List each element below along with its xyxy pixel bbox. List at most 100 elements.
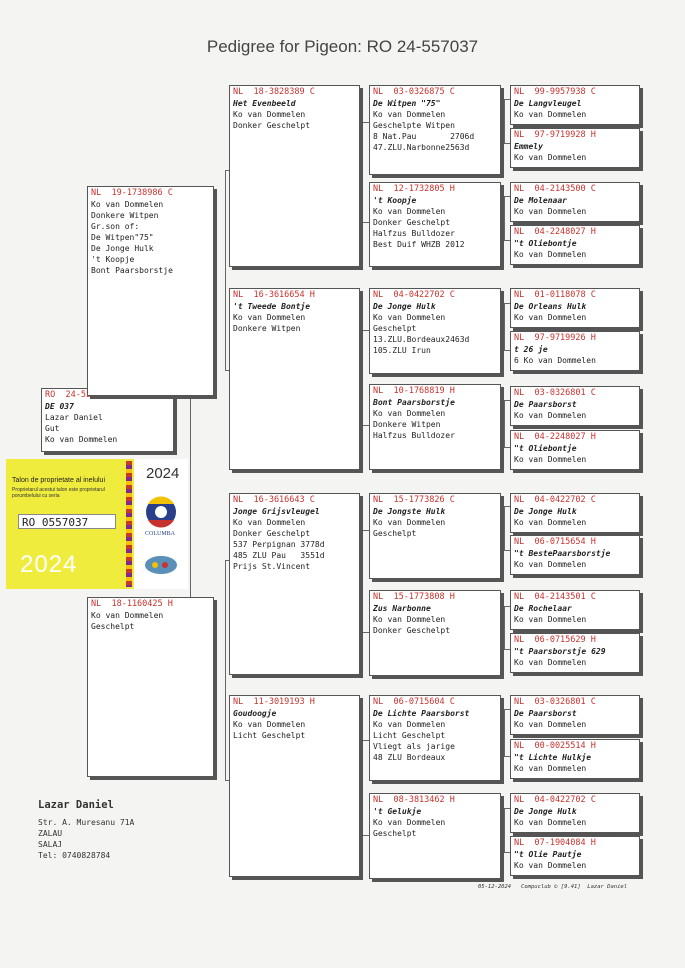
pigeon-name: Emmely xyxy=(514,142,543,151)
connector-line xyxy=(504,506,510,507)
pigeon-detail: Ko van Dommelen xyxy=(233,110,306,119)
ring-number: NL 07-1904084 H xyxy=(514,838,596,848)
pigeon-detail: Prijs St.Vincent xyxy=(233,562,311,571)
connector-line xyxy=(504,649,510,650)
pigeon-name: Zus Narbonne xyxy=(373,604,431,613)
connector-line xyxy=(504,303,505,350)
pigeon-detail: 48 ZLU Bordeaux xyxy=(373,753,446,762)
pigeon-detail: Ko van Dommelen xyxy=(373,313,446,322)
ring-number: NL 12-1732805 H xyxy=(373,184,455,194)
pigeon-detail: 485 ZLU Pau 3551d xyxy=(233,551,325,560)
pigeon-detail: Ko van Dommelen xyxy=(514,518,587,527)
pigeon-detail: Ko van Dommelen xyxy=(233,518,306,527)
pigeon-detail: Vliegt als jarige xyxy=(373,742,455,751)
pigeon-detail: Geschelpt xyxy=(373,324,417,333)
ring-number: NL 18-1160425 H xyxy=(91,599,173,609)
ring-number: NL 03-0326801 C xyxy=(514,697,596,707)
pigeon-detail: Geschelpt xyxy=(91,622,135,631)
connector-line xyxy=(504,550,510,551)
connector-line xyxy=(362,835,370,836)
pigeon-detail: Ko van Dommelen xyxy=(373,818,446,827)
pigeon-detail: Donker Geschelpt xyxy=(233,529,311,538)
ring-number: NL 08-3813462 H xyxy=(373,795,455,805)
columba-logo-icon xyxy=(145,496,177,574)
pigeon-name: De Molenaar xyxy=(514,196,567,205)
pigeon-name: 't Tweede Bontje xyxy=(233,302,311,311)
ring-number: NL 03-0326801 C xyxy=(514,388,596,398)
ring-number: NL 97-9719926 H xyxy=(514,333,596,343)
connector-line xyxy=(504,606,505,649)
connector-line xyxy=(362,122,370,123)
certificate-year-right: 2024 xyxy=(146,465,180,482)
ring-number: NL 04-0422702 C xyxy=(373,290,455,300)
pigeon-detail: 105.ZLU Irun xyxy=(373,346,431,355)
connector-line xyxy=(504,99,505,143)
connector-line xyxy=(362,740,370,741)
ring-certificate: Talon de proprietate al inelului Proprie… xyxy=(6,459,188,589)
pigeon-detail: Ko van Dommelen xyxy=(514,153,587,162)
connector-line xyxy=(225,560,231,561)
connector-line xyxy=(504,808,510,809)
certificate-year: 2024 xyxy=(20,551,78,578)
pigeon-name: De Paarsborst xyxy=(514,709,577,718)
connector-line xyxy=(362,530,363,632)
pigeon-name: "t Oliebontje xyxy=(514,239,577,248)
pigeon-detail: Donker Geschelpt xyxy=(233,121,311,130)
certificate-logo-panel xyxy=(134,459,188,589)
pigeon-detail: Ko van Dommelen xyxy=(514,818,587,827)
pigeon-name: "t Lichte Hulkje xyxy=(514,753,592,762)
pigeon-detail: Ko van Dommelen xyxy=(514,313,587,322)
pigeon-name: De Langvleugel xyxy=(514,99,582,108)
pigeon-detail: Ko van Dommelen xyxy=(373,720,446,729)
ring-number: NL 16-3616654 H xyxy=(233,290,315,300)
connector-line xyxy=(362,330,363,425)
pigeon-detail: Gr.son of: xyxy=(91,222,140,231)
ring-number: NL 04-2248027 H xyxy=(514,227,596,237)
connector-line xyxy=(504,400,505,447)
pigeon-name: De Paarsborst xyxy=(514,400,577,409)
pigeon-name: De Witpen "75" xyxy=(373,99,441,108)
certificate-brand: COLUMBA xyxy=(145,531,176,537)
pigeon-detail: Gut xyxy=(45,424,60,433)
certificate-heading: Talon de proprietate al inelului xyxy=(12,477,106,484)
connector-line xyxy=(225,780,231,781)
pigeon-detail: 8 Nat.Pau 2706d xyxy=(373,132,475,141)
connector-line xyxy=(504,756,510,757)
ring-number: NL 18-3828389 C xyxy=(233,87,315,97)
owner-block: Lazar Daniel Str. A. Muresanu 71A ZALAU … xyxy=(38,800,134,861)
ring-number: NL 04-2143501 C xyxy=(514,592,596,602)
pigeon-detail: Ko van Dommelen xyxy=(373,110,446,119)
connector-line xyxy=(504,506,505,550)
ring-number: NL 06-0715604 C xyxy=(373,697,455,707)
connector-line xyxy=(504,808,505,852)
connector-line xyxy=(362,740,363,835)
pigeon-detail: Bont Paarsborstje xyxy=(91,266,173,275)
pigeon-detail: Ko van Dommelen xyxy=(373,207,446,216)
owner-address-line: ZALAU xyxy=(38,829,63,838)
pigeon-name: De Jonge Hulk xyxy=(514,807,577,816)
pigeon-detail: Ko van Dommelen xyxy=(91,200,164,209)
pigeon-detail: Ko van Dommelen xyxy=(514,207,587,216)
pigeon-name: Jonge Grijsvleugel xyxy=(233,507,320,516)
connector-line xyxy=(362,122,363,222)
ring-number: NL 99-9957938 C xyxy=(514,87,596,97)
pigeon-detail: Geschelpt xyxy=(373,829,417,838)
pigeon-name: De Orleans Hulk xyxy=(514,302,587,311)
pigeon-detail: Halfzus Bulldozer xyxy=(373,431,455,440)
ring-number: NL 00-0025514 H xyxy=(514,741,596,751)
ring-number: NL 11-3019193 H xyxy=(233,697,315,707)
